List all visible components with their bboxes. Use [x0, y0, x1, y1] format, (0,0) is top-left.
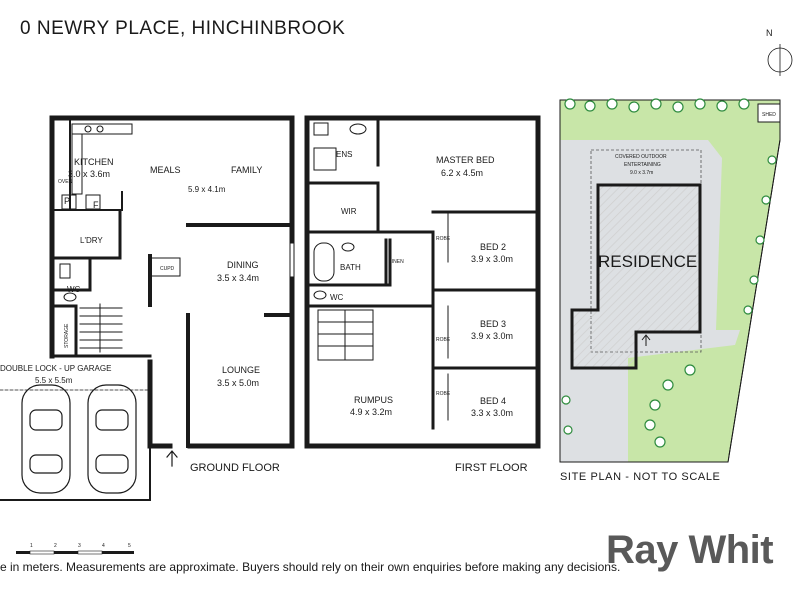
north-arrow	[767, 44, 793, 76]
bed3-wall	[431, 288, 540, 370]
ensuite-wall	[305, 116, 380, 234]
property-title: 0 NEWRY PLACE, HINCHINBROOK	[20, 18, 346, 39]
ground-wc-label: WC	[67, 285, 81, 294]
bed4-label: BED 4	[480, 396, 506, 406]
ground-floor-plan	[0, 115, 295, 501]
master-bed-wall	[376, 210, 540, 292]
storage-wall	[50, 304, 152, 358]
fridge-label: F	[93, 200, 99, 210]
dining-label: DINING	[227, 260, 259, 270]
ground-floor-labels: KITCHEN 3.0 x 3.6m OVEN MEALS FAMILY 5.9…	[0, 157, 280, 474]
scale-tick-5: 5	[128, 543, 131, 549]
scale-tick-1: 1	[30, 543, 33, 549]
covered-outdoor-label: COVERED OUTDOOR	[615, 154, 667, 160]
bath-wall	[305, 238, 432, 308]
lounge-size: 3.5 x 5.0m	[217, 378, 259, 388]
scale-tick-2: 2	[54, 543, 57, 549]
robe-label-bed3: ROBE	[436, 337, 451, 343]
north-label: N	[766, 28, 773, 38]
robe-label-bed4: ROBE	[436, 391, 451, 397]
oven-label: OVEN	[58, 179, 73, 185]
ground-floor-label: GROUND FLOOR	[190, 462, 280, 474]
master-bed-size: 6.2 x 4.5m	[441, 168, 483, 178]
brand-logo: Ray Whit	[606, 528, 774, 572]
meals-family-size: 5.9 x 4.1m	[188, 185, 226, 194]
scale-bar: 1 2 3 4 5	[16, 543, 134, 555]
kitchen-size: 3.0 x 3.6m	[68, 169, 110, 179]
ens-label: ENS	[336, 150, 352, 159]
lounge-label: LOUNGE	[222, 365, 260, 375]
bed3-label: BED 3	[480, 319, 506, 329]
cupd-label: CUPD	[160, 266, 175, 272]
storage-label: STORAGE	[64, 323, 70, 348]
shed-label: SHED	[762, 112, 776, 118]
pantry-label: P	[64, 196, 70, 206]
entry-arrow	[166, 450, 178, 467]
site-entry-arrow	[641, 334, 651, 346]
bed2-size: 3.9 x 3.0m	[471, 254, 513, 264]
meals-label: MEALS	[150, 165, 181, 175]
entertaining-label: ENTERTAINING	[624, 162, 661, 168]
first-wc-label: WC	[330, 293, 344, 302]
linen-label: LINEN	[389, 259, 404, 265]
first-floor-outer-wall	[304, 115, 541, 449]
site-plan-caption: SITE PLAN - NOT TO SCALE	[560, 471, 721, 483]
car-left	[21, 384, 71, 494]
bath-label: BATH	[340, 263, 361, 272]
dining-wall	[148, 223, 294, 448]
bed3-size: 3.9 x 3.0m	[471, 331, 513, 341]
stairs	[317, 309, 374, 361]
disclaimer-text: e in meters. Measurements are approximat…	[0, 560, 621, 574]
laundry-wall	[50, 210, 122, 292]
wir-label: WIR	[341, 207, 357, 216]
scale-tick-4: 4	[102, 543, 105, 549]
scale-tick-3: 3	[78, 543, 81, 549]
first-floor-label: FIRST FLOOR	[455, 462, 528, 474]
car-right	[87, 384, 137, 494]
driveway	[640, 345, 735, 462]
first-floor-labels: ENS MASTER BED 6.2 x 4.5m WIR BATH LINEN…	[330, 150, 528, 474]
robe-label-bed2: ROBE	[436, 236, 451, 242]
laundry-label: L'DRY	[80, 236, 103, 245]
garage-wall	[0, 361, 151, 501]
rumpus-size: 4.9 x 3.2m	[350, 407, 392, 417]
master-bed-label: MASTER BED	[436, 155, 495, 165]
shed	[757, 103, 781, 123]
covered-size: 9.0 x 3.7m	[630, 170, 653, 176]
garage-size: 5.5 x 5.5m	[35, 376, 73, 385]
site-plan: N SHED COVERED OUTDOOR ENTERTAINING 9.0 …	[559, 28, 793, 463]
rumpus-label: RUMPUS	[354, 395, 393, 405]
residence-label: RESIDENCE	[598, 252, 697, 271]
garage-label: DOUBLE LOCK - UP GARAGE	[0, 364, 111, 373]
bed2-label: BED 2	[480, 242, 506, 252]
bed4-size: 3.3 x 3.0m	[471, 408, 513, 418]
residence-footprint	[570, 183, 702, 370]
kitchen-label: KITCHEN	[74, 157, 114, 167]
trees	[561, 98, 777, 448]
dining-size: 3.5 x 3.4m	[217, 273, 259, 283]
first-floor-plan	[304, 115, 541, 449]
family-label: FAMILY	[231, 165, 262, 175]
